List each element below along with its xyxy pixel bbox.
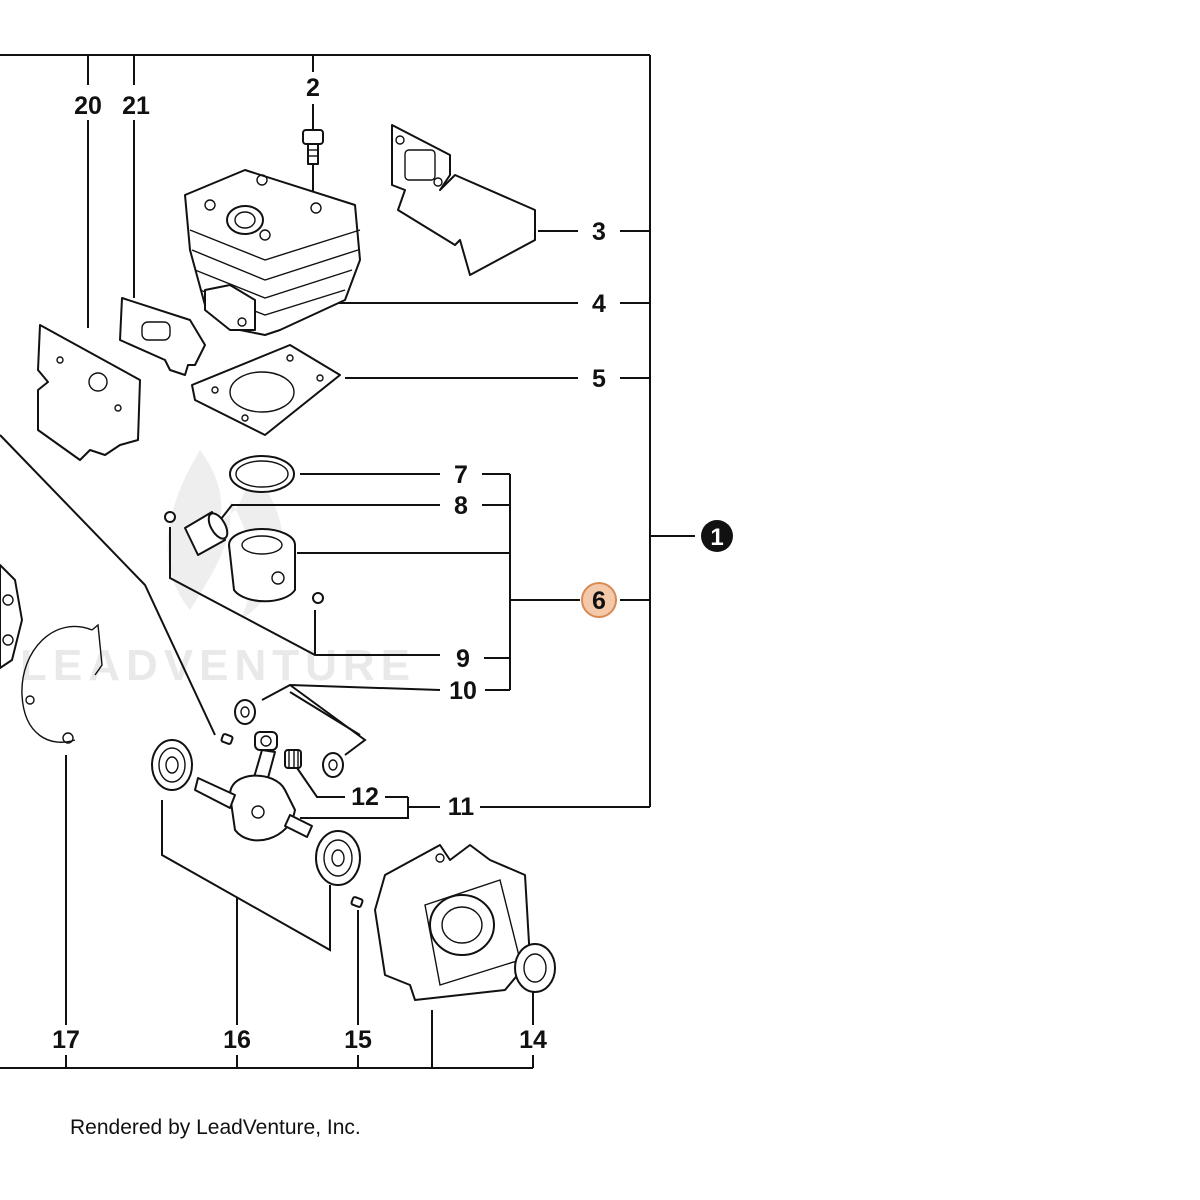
callout-14: 14 (519, 1026, 547, 1054)
partial-housing-part (0, 564, 23, 669)
callout-8: 8 (454, 492, 468, 520)
piston-ring-part (229, 455, 295, 493)
callout-3: 3 (592, 218, 606, 246)
gasket-20-part (37, 324, 141, 461)
cylinder-part (184, 169, 361, 336)
watermark-text: LEADVENTURE (20, 641, 416, 690)
needle-bearing-washers-part (234, 699, 344, 778)
callout-1: 1 (710, 524, 723, 551)
bolt-part (302, 129, 324, 165)
callout-1-badge: 1 (701, 520, 733, 552)
callout-9: 9 (456, 645, 470, 673)
base-gasket-part (191, 344, 341, 436)
oil-seal-part (514, 943, 556, 993)
main-bearing-right-part (315, 830, 361, 886)
callout-4: 4 (592, 290, 606, 318)
leader-lines (0, 54, 695, 1069)
callout-6: 6 (592, 587, 606, 615)
crankshaft-part (194, 731, 313, 842)
keys-part (220, 733, 364, 908)
piston-part (228, 528, 296, 603)
callout-5: 5 (592, 365, 606, 393)
callout-2: 2 (306, 74, 320, 102)
clips-part (164, 511, 324, 604)
crankcase-part (374, 844, 531, 1001)
callout-20: 20 (74, 92, 102, 120)
callout-15: 15 (344, 1026, 372, 1054)
callout-7: 7 (454, 461, 468, 489)
callout-12: 12 (351, 783, 379, 811)
needle-bearing-part (284, 749, 302, 769)
gasket-21-part (119, 297, 206, 376)
piston-pin-part (184, 511, 229, 556)
callouts: 20 21 2 3 4 5 7 8 1 6 9 10 12 11 17 16 1… (52, 74, 733, 1054)
callout-17: 17 (52, 1026, 80, 1054)
parts (0, 124, 556, 1001)
callout-10: 10 (449, 677, 477, 705)
callout-11: 11 (448, 793, 475, 821)
main-bearing-left-part (151, 739, 193, 791)
render-credit: Rendered by LeadVenture, Inc. (70, 1116, 361, 1139)
heat-shield-part (391, 124, 536, 276)
callout-6-badge[interactable]: 6 (581, 582, 617, 618)
callout-16: 16 (223, 1026, 251, 1054)
clip-ring-part (21, 623, 103, 744)
callout-21: 21 (122, 92, 150, 120)
